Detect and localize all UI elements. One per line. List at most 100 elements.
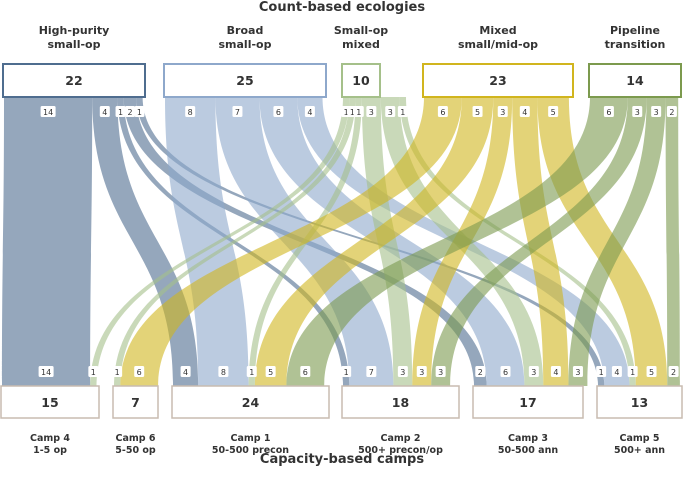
flow-label-tgt-0-0-bg <box>38 366 54 377</box>
flow-label-tgt-1-2-text: 8 <box>221 368 226 377</box>
flow-label-tgt-2-5: 1 <box>627 366 638 377</box>
flow-label-tgt-0-0-text: 14 <box>41 368 51 377</box>
flow-label-tgt-3-4-text: 4 <box>553 368 558 377</box>
flow-label-tgt-0-5: 1 <box>596 366 607 377</box>
flow-label-src-2-2-text: 1 <box>356 108 361 117</box>
flow-label-tgt-3-3: 3 <box>416 366 427 377</box>
flow-label-tgt-0-5-bg <box>596 366 607 377</box>
flow-label-tgt-4-2: 6 <box>300 366 311 377</box>
flow-label-tgt-3-3-bg <box>416 366 427 377</box>
flow-label-src-3-1-text: 6 <box>440 108 445 117</box>
flow-label-src-4-4: 3 <box>651 106 662 117</box>
source-node-2 <box>341 63 381 98</box>
flow-label-src-0-3-text: 1 <box>118 108 123 117</box>
target-node-1 <box>112 385 159 419</box>
flow-label-tgt-4-3-bg <box>435 366 446 377</box>
source-node-2-label-2: mixed <box>342 38 380 51</box>
target-node-0-total: 15 <box>41 395 58 410</box>
flow-label-src-2-4-text: 3 <box>388 108 393 117</box>
flow-label-tgt-4-5-bg <box>668 366 679 377</box>
flow-label-src-1-5-bg <box>304 106 315 117</box>
flow-4-4 <box>568 97 666 386</box>
flow-label-tgt-3-5-text: 5 <box>649 368 654 377</box>
target-node-3 <box>341 385 460 419</box>
source-node-4-label-1: Pipeline <box>610 24 660 37</box>
target-node-0-label-1: Camp 4 <box>30 433 70 444</box>
flow-label-tgt-3-3-text: 3 <box>419 368 424 377</box>
target-node-4 <box>472 385 584 419</box>
flow-label-tgt-1-3-bg <box>366 366 377 377</box>
flow-label-tgt-1-2: 8 <box>218 366 229 377</box>
flow-label-src-4-3: 3 <box>632 106 643 117</box>
target-node-1-label-2: 5-50 op <box>115 445 156 456</box>
flow-label-tgt-1-4-text: 6 <box>503 368 508 377</box>
flow-label-tgt-0-4-text: 2 <box>478 368 483 377</box>
flow-label-tgt-0-5-text: 1 <box>599 368 604 377</box>
target-node-5 <box>596 385 683 419</box>
flow-label-src-0-4: 2 <box>125 106 135 117</box>
flow-label-src-2-3: 3 <box>366 106 377 117</box>
flow-label-tgt-1-4: 6 <box>500 366 511 377</box>
flow-label-src-2-4-bg <box>385 106 396 117</box>
target-node-2-total: 24 <box>242 395 260 410</box>
flow-label-src-3-4-text: 4 <box>522 108 527 117</box>
flow-label-src-4-5-bg <box>666 106 677 117</box>
target-node-4-total: 17 <box>519 395 536 410</box>
source-node-4-total: 14 <box>626 73 644 88</box>
flow-label-src-1-5-text: 4 <box>307 108 312 117</box>
flow-label-src-4-2-text: 6 <box>606 108 611 117</box>
flow-label-src-1-3: 7 <box>232 106 243 117</box>
flow-label-src-3-5-text: 5 <box>551 108 556 117</box>
flow-label-tgt-2-3: 3 <box>397 366 408 377</box>
flow-label-tgt-3-1-text: 6 <box>137 368 142 377</box>
flow-label-src-1-5: 4 <box>304 106 315 117</box>
flow-2-1 <box>114 97 356 386</box>
flow-4-5 <box>665 97 680 386</box>
flow-label-src-4-2-bg <box>603 106 614 117</box>
source-node-0-label-1: High-purity <box>39 24 110 37</box>
flow-label-src-2-3-text: 3 <box>369 108 374 117</box>
flow-label-src-2-5-text: 1 <box>400 108 405 117</box>
target-node-4-label-2: 50-500 ann <box>498 445 558 456</box>
source-node-1-label-1: Broad <box>227 24 264 37</box>
flow-label-src-3-1: 6 <box>437 106 448 117</box>
flow-label-tgt-2-0-bg <box>88 366 99 377</box>
flow-label-tgt-0-3-text: 1 <box>344 368 349 377</box>
flow-label-tgt-3-2-bg <box>265 366 276 377</box>
flow-label-tgt-4-2-bg <box>300 366 311 377</box>
flow-label-src-3-3-bg <box>497 106 508 117</box>
target-node-2 <box>171 385 330 419</box>
flow-label-src-0-2: 4 <box>99 106 110 117</box>
flow-label-src-0-0: 14 <box>40 106 56 117</box>
flow-label-tgt-2-4-bg <box>528 366 539 377</box>
source-node-3-label-2: small/mid-op <box>458 38 538 51</box>
flow-label-tgt-2-3-text: 3 <box>400 368 405 377</box>
flow-label-tgt-2-4: 3 <box>528 366 539 377</box>
flow-label-src-1-2-text: 8 <box>188 108 193 117</box>
flow-label-src-0-5-bg <box>134 106 145 117</box>
flow-label-src-2-1-text: 1 <box>350 108 355 117</box>
flow-label-src-1-4-bg <box>273 106 284 117</box>
bottom-title: Capacity-based camps <box>260 452 424 467</box>
flow-label-src-3-3: 3 <box>497 106 508 117</box>
flow-label-src-3-2-text: 5 <box>475 108 480 117</box>
flow-label-tgt-4-2-text: 6 <box>303 368 308 377</box>
target-node-2-label-1: Camp 1 <box>231 433 271 444</box>
source-node-0-label-2: small-op <box>48 38 101 51</box>
flow-label-tgt-4-5-text: 2 <box>671 368 676 377</box>
flow-label-tgt-0-0: 14 <box>38 366 54 377</box>
flow-label-tgt-2-3-bg <box>397 366 408 377</box>
flow-label-tgt-2-1: 1 <box>112 366 123 377</box>
flow-label-tgt-4-5: 2 <box>668 366 679 377</box>
flow-label-src-4-3-bg <box>632 106 643 117</box>
flow-1-2 <box>165 97 249 386</box>
flow-label-tgt-3-5-bg <box>646 366 657 377</box>
flow-label-tgt-1-2-bg <box>218 366 229 377</box>
flow-label-src-1-3-bg <box>232 106 243 117</box>
flow-label-src-1-4: 6 <box>273 106 284 117</box>
flow-label-tgt-2-2: 1 <box>246 366 257 377</box>
source-node-3-total: 23 <box>489 73 506 88</box>
target-node-0-label-2: 1-5 op <box>33 445 67 456</box>
target-node-3-total: 18 <box>392 395 409 410</box>
flow-label-tgt-2-0-text: 1 <box>91 368 96 377</box>
